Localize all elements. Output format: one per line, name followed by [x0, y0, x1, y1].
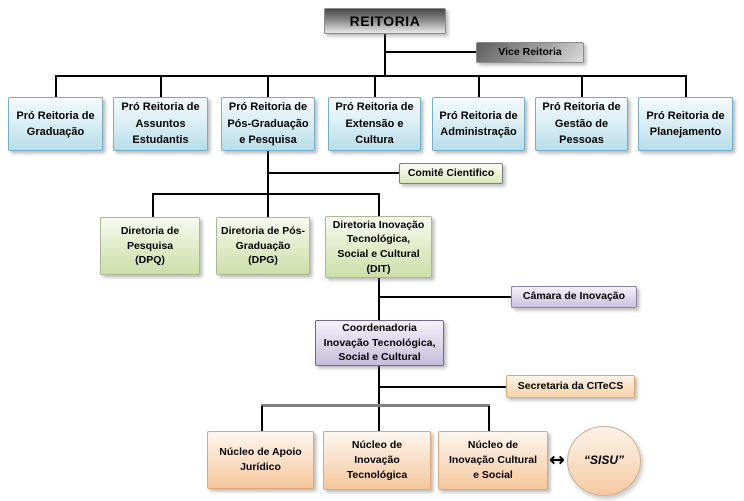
connector-stub-dit	[378, 193, 380, 217]
node-camara-inovacao: Câmara de Inovação	[511, 286, 637, 308]
node-diretoria-pos-graduacao-dpg: Diretoria de Pós- Graduação (DPG)	[216, 217, 310, 275]
node-nucleo-inovacao-tecnologica: Núcleo de Inovação Tecnológica	[323, 431, 431, 490]
connector-stub-pr1	[55, 75, 57, 97]
node-pro-reitoria-administracao: Pró Reitoria de Administração	[432, 97, 525, 151]
node-pro-reitoria-extensao: Pró Reitoria de Extensão e Cultura	[328, 97, 421, 151]
connector-stub-dpg	[267, 193, 269, 218]
node-vice-reitoria: Vice Reitoria	[476, 42, 584, 63]
connector-comite-branch	[267, 172, 399, 174]
node-comite-cientifico: Comitê Cientifico	[399, 163, 503, 184]
connector-camara-branch	[378, 296, 511, 298]
node-pro-reitoria-pos-graduacao: Pró Reitoria de Pós-Graduação e Pesquisa	[221, 97, 315, 151]
node-pro-reitoria-gestao-pessoas: Pró Reitoria de Gestão de Pessoas	[535, 97, 628, 151]
connector-stub-pr7	[685, 75, 687, 97]
connector-vice-branch	[384, 51, 477, 53]
connector-dit-down	[378, 277, 380, 321]
node-diretoria-pesquisa-dpq: Diretoria de Pesquisa (DPQ)	[100, 217, 200, 275]
connector-stub-pr5	[478, 75, 480, 97]
node-diretoria-inovacao-dit: Diretoria Inovação Tecnológica, Social e…	[325, 216, 432, 278]
connector-stub-pr6	[581, 75, 583, 97]
node-pro-reitoria-assuntos-estudantis: Pró Reitoria de Assuntos Estudantis	[113, 97, 208, 151]
node-reitoria: REITORIA	[324, 8, 446, 34]
node-nucleo-inovacao-cultural-social: Núcleo de Inovação Cultural e Social	[438, 431, 548, 490]
connector-stub-n3	[488, 406, 490, 432]
node-sisu-circle: “SISU”	[567, 426, 641, 496]
connector-diretorias-trunk	[152, 193, 379, 195]
connector-stub-n1	[261, 406, 263, 432]
connector-stub-pr3	[267, 75, 269, 97]
connector-nucleos-trunk	[261, 404, 490, 407]
node-secretaria-citecs: Secretaria da CITeCS	[506, 375, 635, 398]
connector-coordenadoria-down	[378, 365, 380, 432]
connector-stub-pr2	[160, 75, 162, 97]
connector-reitoria-trunk	[384, 33, 386, 76]
connector-secretaria-branch	[378, 386, 506, 388]
connector-stub-dpq	[152, 193, 154, 218]
bidirectional-arrow-icon: ↔	[549, 449, 565, 471]
node-pro-reitoria-planejamento: Pró Reitoria de Planejamento	[638, 97, 733, 151]
node-pro-reitoria-graduacao: Pró Reitoria de Graduação	[8, 97, 103, 151]
node-nucleo-apoio-juridico: Núcleo de Apoio Jurídico	[207, 431, 314, 489]
connector-stub-pr4	[374, 75, 376, 97]
connector-main-trunk	[55, 75, 686, 77]
node-coordenadoria-citecs: Coordenadoria Inovação Tecnológica, Soci…	[315, 320, 444, 366]
